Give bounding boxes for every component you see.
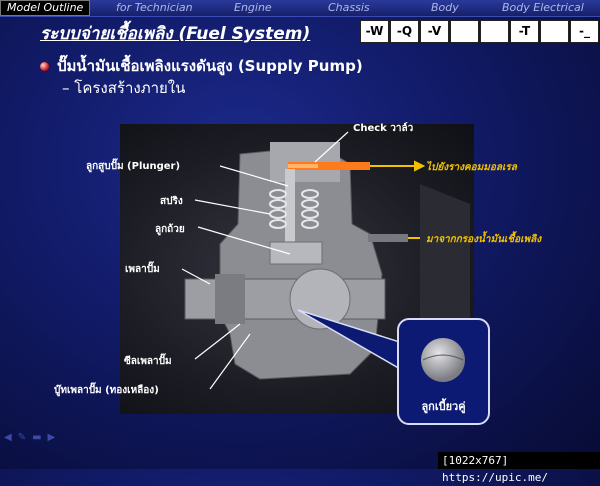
top-nav: Model Outline for Technician Engine Chas… bbox=[0, 0, 600, 17]
double-cam-icon bbox=[421, 338, 465, 382]
code-box[interactable]: -W bbox=[360, 20, 389, 43]
code-box[interactable]: -T bbox=[510, 20, 539, 43]
slide-nav-icons: ◀✎▬▶ bbox=[4, 432, 61, 443]
tab-for-technician[interactable]: for Technician bbox=[116, 1, 193, 14]
code-box[interactable] bbox=[480, 20, 509, 43]
pump-illustration bbox=[181, 131, 470, 390]
code-box[interactable] bbox=[450, 20, 479, 43]
code-box[interactable]: -Q bbox=[390, 20, 419, 43]
cam-callout: ลูกเบี้ยวคู่ bbox=[397, 318, 490, 425]
forward-icon[interactable]: ▶ bbox=[47, 432, 62, 443]
tab-body[interactable]: Body bbox=[431, 1, 459, 14]
label-cup: ลูกถ้วย bbox=[155, 224, 185, 235]
label-from-filter: มาจากกรองน้ำมันเชื้อเพลิง bbox=[426, 234, 542, 245]
label-plunger: ลูกสูบปั๊ม (Plunger) bbox=[86, 161, 181, 172]
label-bushing: บู๊ทเพลาปั๊ม (ทองเหลือง) bbox=[54, 385, 159, 396]
tab-body-electrical[interactable]: Body Electrical bbox=[502, 1, 584, 14]
label-check-valve: Check วาล์ว bbox=[353, 123, 414, 134]
code-box[interactable]: -_ bbox=[570, 20, 599, 43]
label-spring: สปริง bbox=[160, 196, 183, 207]
code-box[interactable]: -V bbox=[420, 20, 449, 43]
supply-pump-cutaway-image bbox=[120, 124, 474, 414]
watermark: [1022x767] https://upic.me/ bbox=[438, 452, 600, 484]
label-to-rail: ไปยังรางคอมมอลเรล bbox=[426, 162, 517, 173]
bullet-text: ปั๊มน้ำมันเชื้อเพลิงแรงดันสูง (Supply Pu… bbox=[57, 57, 363, 75]
page-title: ระบบจ่ายเชื้อเพลิง (Fuel System) bbox=[40, 24, 311, 44]
back-icon[interactable]: ◀ bbox=[4, 432, 18, 443]
label-shaft: เพลาปั๊ม bbox=[125, 264, 160, 275]
model-code-boxes: -W -Q -V -T -_ bbox=[360, 20, 600, 43]
bullet-icon bbox=[40, 62, 49, 71]
label-seal: ซีลเพลาปั๊ม bbox=[124, 356, 172, 367]
label-double-cam: ลูกเบี้ยวคู่ bbox=[421, 400, 466, 413]
tab-chassis[interactable]: Chassis bbox=[328, 1, 370, 14]
code-box[interactable] bbox=[540, 20, 569, 43]
bullet-heading: ปั๊มน้ำมันเชื้อเพลิงแรงดันสูง (Supply Pu… bbox=[40, 54, 363, 78]
pen-icon[interactable]: ✎ bbox=[17, 432, 33, 443]
tab-model-outline[interactable]: Model Outline bbox=[0, 0, 91, 16]
sub-heading: – โครงสร้างภายใน bbox=[62, 79, 186, 97]
menu-icon[interactable]: ▬ bbox=[32, 432, 48, 443]
tab-engine[interactable]: Engine bbox=[234, 1, 272, 14]
